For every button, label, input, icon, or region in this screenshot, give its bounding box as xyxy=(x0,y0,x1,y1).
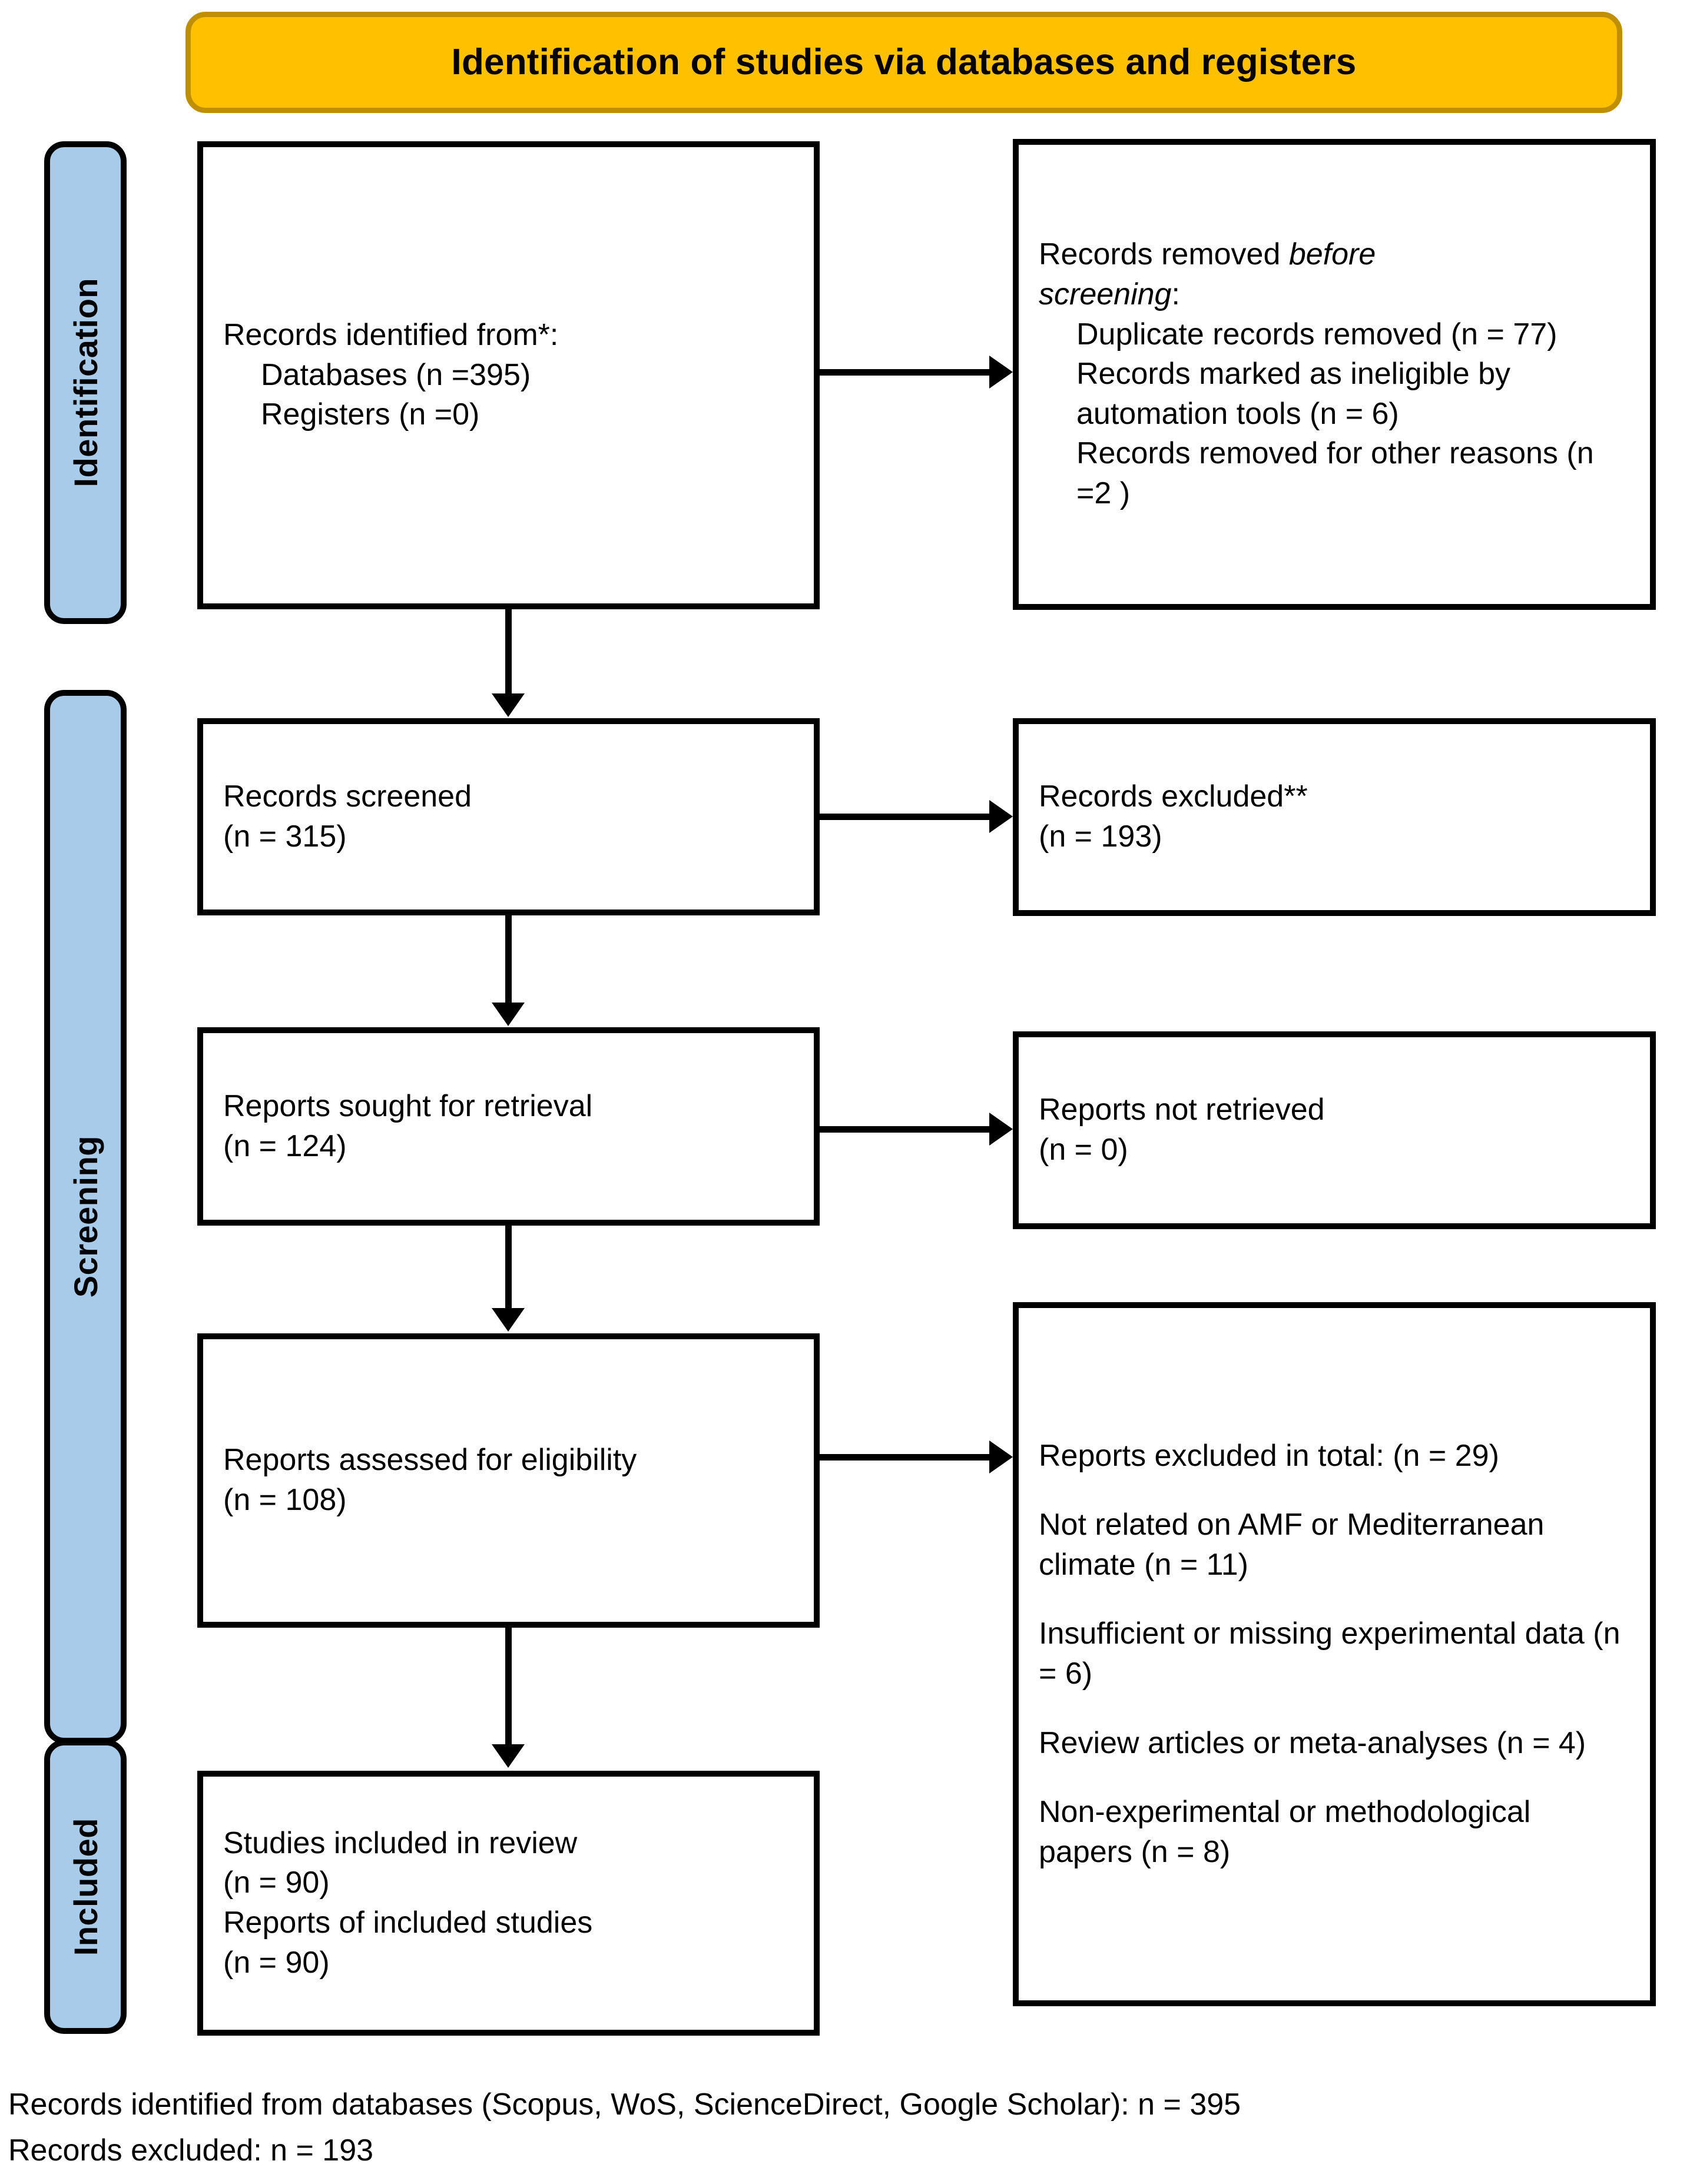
header-banner: Identification of studies via databases … xyxy=(185,12,1622,113)
box-line: Insufficient or missing experimental dat… xyxy=(1039,1617,1629,1691)
connector-sought-to-not-retrieved xyxy=(820,1126,989,1133)
stage-rail-label-identification: Identification xyxy=(67,278,104,487)
removed-emphasis-before: before xyxy=(1288,237,1376,272)
box-line: Records marked as ineligible by automati… xyxy=(1076,357,1519,431)
stage-rail-label-included: Included xyxy=(67,1817,104,1956)
box-line: (n = 0) xyxy=(1039,1133,1128,1167)
box-line: Records removed before xyxy=(1039,235,1630,275)
arrowhead-sought-to-not-retrieved xyxy=(989,1113,1013,1146)
box-line: Reports of included studies xyxy=(223,1906,593,1940)
box-line: Databases (n =395) xyxy=(261,357,531,392)
box-line: (n = 193) xyxy=(1039,819,1162,854)
box-line: (n = 90) xyxy=(223,1866,330,1900)
box-line: Non-experimental or methodological paper… xyxy=(1039,1795,1539,1869)
connector-assessed-to-excluded-total xyxy=(820,1454,989,1461)
box-line: (n = 90) xyxy=(223,1945,330,1980)
arrowhead-assessed-to-excluded-total xyxy=(989,1440,1013,1473)
removed-colon: : xyxy=(1171,277,1180,312)
connector-assessed-to-included xyxy=(505,1628,512,1745)
arrowhead-identified-to-screened xyxy=(492,693,525,717)
box-records-identified: Records identified from*: Databases (n =… xyxy=(197,141,820,609)
box-line: (n = 315) xyxy=(223,819,347,854)
arrowhead-screened-to-excluded xyxy=(989,800,1013,833)
stage-rail-screening: Screening xyxy=(44,690,127,1744)
box-reports-not-retrieved: Reports not retrieved (n = 0) xyxy=(1013,1031,1656,1229)
arrowhead-assessed-to-included xyxy=(492,1744,525,1768)
box-line: Studies included in review xyxy=(223,1825,578,1860)
removed-emphasis-screening: screening xyxy=(1039,277,1172,312)
connector-identified-to-screened xyxy=(505,609,512,695)
box-line: Reports not retrieved xyxy=(1039,1093,1325,1127)
box-line: Records screened xyxy=(223,779,472,814)
box-reports-excluded-in-total: Reports excluded in total: (n = 29) Not … xyxy=(1013,1302,1656,2006)
stage-rail-included: Included xyxy=(44,1740,127,2034)
removed-prefix: Records removed xyxy=(1039,237,1289,272)
footnote-records-excluded: Records excluded: n = 193 xyxy=(8,2133,374,2168)
box-line: Records removed for other reasons (n =2 … xyxy=(1076,436,1603,510)
box-studies-included-in-review: Studies included in review (n = 90) Repo… xyxy=(197,1771,820,2036)
box-records-excluded: Records excluded** (n = 193) xyxy=(1013,718,1656,916)
box-line: Reports assessed for eligibility xyxy=(223,1443,637,1478)
box-line: Records excluded** xyxy=(1039,779,1308,814)
arrowhead-identified-to-removed xyxy=(989,356,1013,389)
box-reports-assessed-for-eligibility: Reports assessed for eligibility (n = 10… xyxy=(197,1333,820,1628)
box-line: screening: xyxy=(1039,275,1630,315)
connector-identified-to-removed xyxy=(820,369,989,376)
box-line-heading: Reports excluded in total: (n = 29) xyxy=(1039,1438,1499,1473)
stage-rail-label-screening: Screening xyxy=(67,1136,104,1298)
arrowhead-screened-to-sought xyxy=(492,1003,525,1026)
box-line: Registers (n =0) xyxy=(261,397,480,432)
connector-screened-to-excluded xyxy=(820,814,989,820)
box-records-screened: Records screened (n = 315) xyxy=(197,718,820,915)
box-line: Reports sought for retrieval xyxy=(223,1088,593,1123)
box-line: Records identified from*: xyxy=(223,318,559,353)
stage-rail-identification: Identification xyxy=(44,141,127,624)
page-title: Identification of studies via databases … xyxy=(451,42,1357,83)
connector-sought-to-assessed xyxy=(505,1226,512,1309)
arrowhead-sought-to-assessed xyxy=(492,1308,525,1332)
connector-screened-to-sought xyxy=(505,915,512,1004)
footnote-records-identified: Records identified from databases (Scopu… xyxy=(8,2087,1241,2122)
box-line: (n = 124) xyxy=(223,1128,347,1163)
box-line: (n = 108) xyxy=(223,1483,347,1517)
box-records-removed-before-screening: Records removed before screening: Duplic… xyxy=(1013,139,1656,610)
box-line: Review articles or meta-analyses (n = 4) xyxy=(1039,1725,1586,1760)
box-line: Duplicate records removed (n = 77) xyxy=(1076,317,1558,351)
box-line: Not related on AMF or Mediterranean clim… xyxy=(1039,1508,1553,1582)
box-reports-sought-for-retrieval: Reports sought for retrieval (n = 124) xyxy=(197,1027,820,1226)
